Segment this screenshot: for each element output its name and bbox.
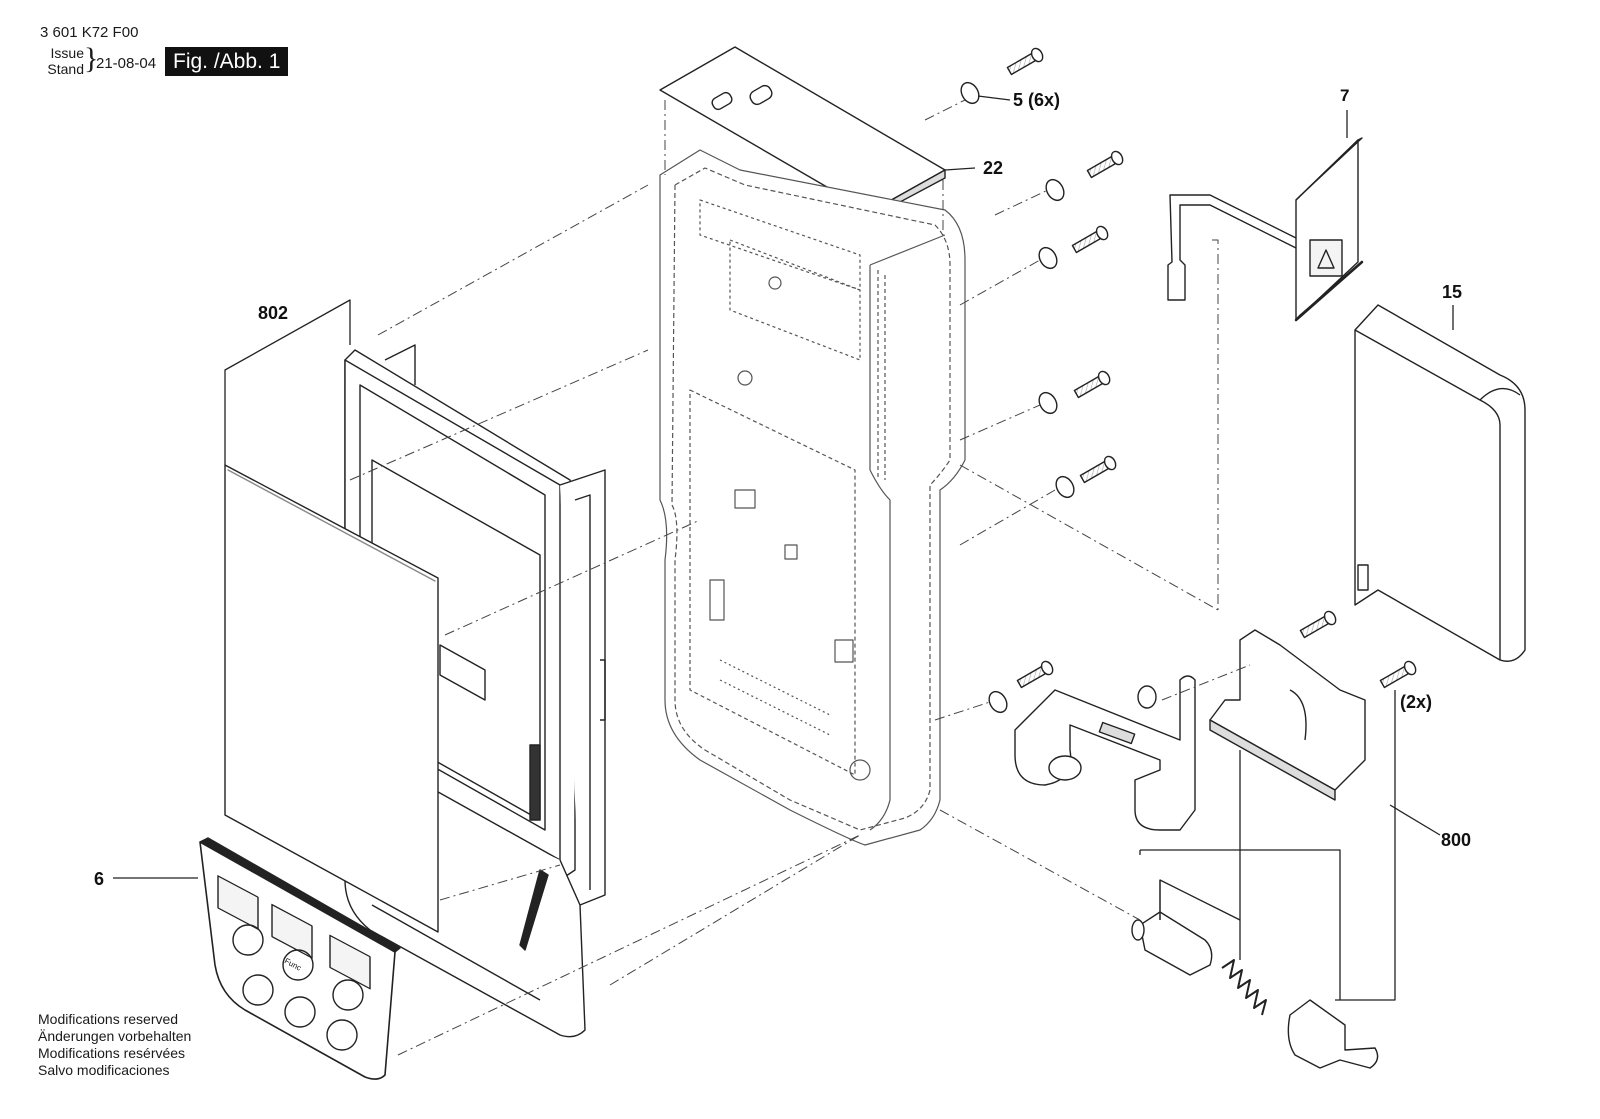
callout-802: 802 (258, 303, 289, 323)
part-5-screws (960, 47, 1124, 714)
brace-glyph: } (84, 42, 99, 75)
part-800-spring (1221, 959, 1267, 1016)
part-15-battery (1354, 304, 1526, 662)
stand-label: Stand (47, 61, 84, 77)
part-800-pin (1131, 911, 1213, 976)
callout-5-number: 5 (1013, 90, 1024, 110)
part-code: 3 601 K72 F00 (40, 24, 139, 41)
issue-date: 21-08-04 (96, 55, 157, 72)
assembly-lines (349, 99, 1251, 1056)
main-housing (659, 149, 966, 846)
leader-lines (113, 95, 1454, 1001)
callout-800: 800 (1441, 830, 1472, 850)
notice-de: Änderungen vorbehalten (38, 1028, 192, 1044)
issue-stand-label: Issue Stand (40, 45, 84, 77)
part-800-screws (1299, 610, 1417, 689)
callout-6: 6 (94, 869, 105, 889)
part-800-lever (1014, 675, 1196, 831)
part-6-keypad (199, 837, 401, 1080)
part-800-clip (1209, 629, 1366, 801)
modifications-notice: Modifications reserved Änderungen vorbeh… (38, 1011, 191, 1079)
callout-2x: (2x) (1400, 692, 1433, 712)
callout-5-quantity: (6x) (1028, 90, 1061, 110)
callout-7: 7 (1340, 86, 1350, 105)
part-7-flex-button (1167, 137, 1364, 322)
issue-label: Issue (50, 45, 84, 61)
notice-en: Modifications reserved (38, 1011, 179, 1027)
notice-fr: Modifications resérvées (38, 1045, 186, 1061)
figure-label: Fig. /Abb. 1 (165, 47, 289, 76)
callout-22: 22 (983, 158, 1004, 178)
part-800-plunger (1287, 999, 1379, 1069)
notice-es: Salvo modificaciones (38, 1062, 170, 1078)
callout-5: 5 (6x) (1013, 90, 1060, 111)
callout-15: 15 (1442, 282, 1463, 302)
part-802-window (224, 464, 439, 933)
